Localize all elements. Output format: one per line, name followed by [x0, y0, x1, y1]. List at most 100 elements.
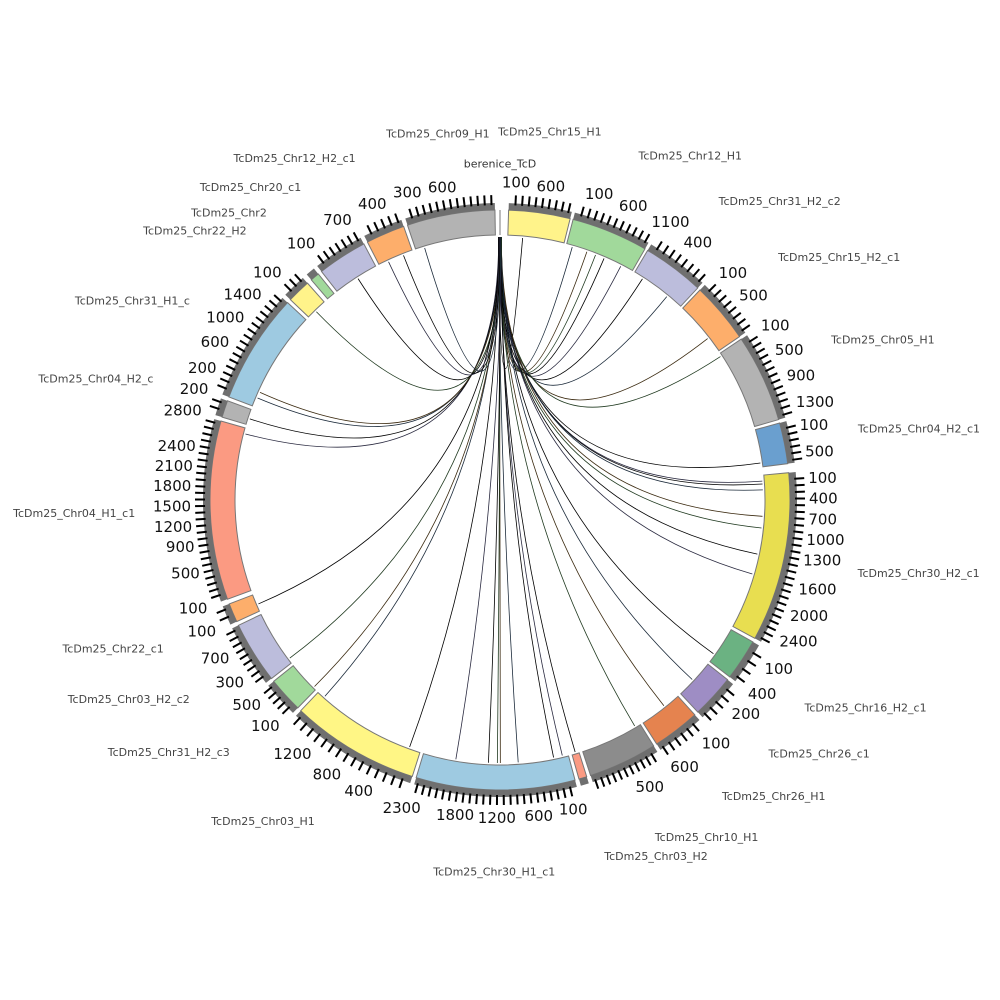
segment-tcdm25-chr31-h2-c2[interactable] — [634, 240, 706, 307]
tick — [428, 203, 433, 214]
segment-band[interactable] — [507, 209, 571, 244]
segment-tcdm25-chr30-h1-c1[interactable] — [414, 753, 577, 805]
segment-tcdm25-chr20-c1[interactable] — [317, 231, 377, 292]
tick — [352, 231, 360, 242]
segment-tcdm25-chr26-h1[interactable] — [642, 695, 700, 756]
segment-tcdm25-chr15-h1[interactable] — [507, 195, 572, 244]
segment-tcdm25-chr04-h1-c1[interactable] — [194, 419, 252, 602]
segment-tcdm25-chr31-h2-c3[interactable] — [263, 664, 316, 715]
tick — [637, 230, 645, 240]
tick — [366, 224, 373, 235]
segment-tcdm25-chr22-h2[interactable] — [283, 273, 325, 318]
segment-band[interactable] — [682, 289, 741, 352]
tick — [210, 593, 221, 599]
segment-band[interactable] — [366, 225, 413, 265]
tick — [267, 691, 277, 700]
tick — [741, 324, 751, 332]
tick-track — [232, 625, 272, 683]
tick — [482, 794, 485, 805]
tick — [771, 613, 782, 619]
tick — [200, 438, 212, 443]
tick-track — [656, 714, 700, 750]
tick — [782, 411, 793, 416]
segment-band[interactable] — [582, 724, 655, 777]
segment-band[interactable] — [221, 400, 252, 425]
segment-tcdm25-chr12-h2-c1[interactable] — [364, 213, 413, 265]
segment-tcdm25-chr04-h2-c[interactable] — [209, 398, 252, 425]
tick — [317, 254, 325, 264]
segment-tcdm25-chr10-h1[interactable] — [582, 724, 658, 790]
tick — [229, 635, 239, 642]
tick-label: 100 — [800, 416, 829, 434]
tick — [373, 768, 380, 779]
segment-band[interactable] — [237, 613, 292, 680]
segment-band[interactable] — [415, 753, 576, 791]
tick-label: 600 — [201, 333, 230, 351]
segment-tcdm25-chr30-h2-c1[interactable] — [732, 472, 806, 644]
tick — [778, 594, 789, 600]
tick — [655, 240, 663, 251]
segment-tcdm25-chr03-h1[interactable] — [292, 691, 421, 789]
segment-band[interactable] — [571, 752, 588, 780]
segment-band[interactable] — [228, 301, 307, 407]
tick — [306, 727, 315, 737]
tick — [536, 792, 540, 803]
tick — [476, 195, 480, 206]
segment-band[interactable] — [289, 282, 325, 318]
segment-band[interactable] — [719, 338, 780, 428]
tick — [622, 767, 629, 778]
tick — [522, 793, 526, 805]
segment-band[interactable] — [300, 691, 421, 778]
segment-band[interactable] — [310, 273, 335, 300]
tick — [283, 283, 293, 292]
segment-band[interactable] — [732, 472, 791, 640]
tick — [611, 772, 618, 783]
tick — [247, 327, 257, 336]
segment-band[interactable] — [754, 422, 789, 468]
segment-tcdm25-chr15-h2-c1[interactable] — [682, 283, 751, 352]
segment-tcdm25-chr09-h1[interactable] — [405, 195, 496, 250]
segment-tcdm25-chr12-h1[interactable] — [566, 206, 651, 272]
tick-label: 500 — [232, 696, 261, 714]
tick — [594, 778, 600, 790]
tick — [617, 769, 624, 780]
link — [498, 237, 622, 377]
link — [499, 236, 753, 575]
tick-track — [741, 335, 786, 420]
segment-band[interactable] — [680, 663, 729, 713]
tick — [667, 741, 676, 751]
link — [257, 236, 501, 427]
segment-tcdm25-chr22-c1[interactable] — [216, 594, 261, 625]
segment-tcdm25-chr03-h2[interactable] — [571, 752, 589, 786]
segment-tcdm25-chr16-h2-c1[interactable] — [709, 629, 762, 683]
segment-band[interactable] — [209, 420, 252, 600]
segment-band[interactable] — [642, 695, 696, 745]
tick — [454, 791, 459, 802]
tick — [725, 688, 735, 697]
segment-band[interactable] — [272, 664, 316, 709]
tick — [751, 651, 762, 659]
tick-track — [285, 277, 308, 300]
tick — [200, 556, 211, 561]
tick-label: 100 — [559, 800, 588, 818]
segment-band[interactable] — [709, 629, 754, 678]
segment-tcdm25-chr31-h1-c[interactable] — [217, 294, 307, 407]
link — [455, 237, 502, 760]
segment-tcdm25-chr05-h1[interactable] — [719, 335, 793, 428]
segment-band[interactable] — [228, 594, 261, 623]
tick — [346, 235, 354, 246]
tick — [251, 321, 261, 330]
segment-tcdm25-chr04-h2-c1[interactable] — [754, 421, 803, 468]
segment-name-label: TcDm25_Chr05_H1 — [830, 334, 935, 347]
tick — [203, 425, 214, 431]
segment-tcdm25-chr2[interactable] — [306, 268, 335, 300]
segment-tcdm25-chr26-c1[interactable] — [680, 663, 735, 721]
segment-band[interactable] — [320, 243, 377, 292]
tick — [197, 458, 208, 462]
segment-tcdm25-chr03-h2-c2[interactable] — [226, 613, 292, 684]
tick — [618, 220, 625, 231]
tick — [195, 517, 206, 521]
segment-band[interactable] — [406, 209, 496, 250]
segment-band[interactable] — [634, 249, 699, 307]
